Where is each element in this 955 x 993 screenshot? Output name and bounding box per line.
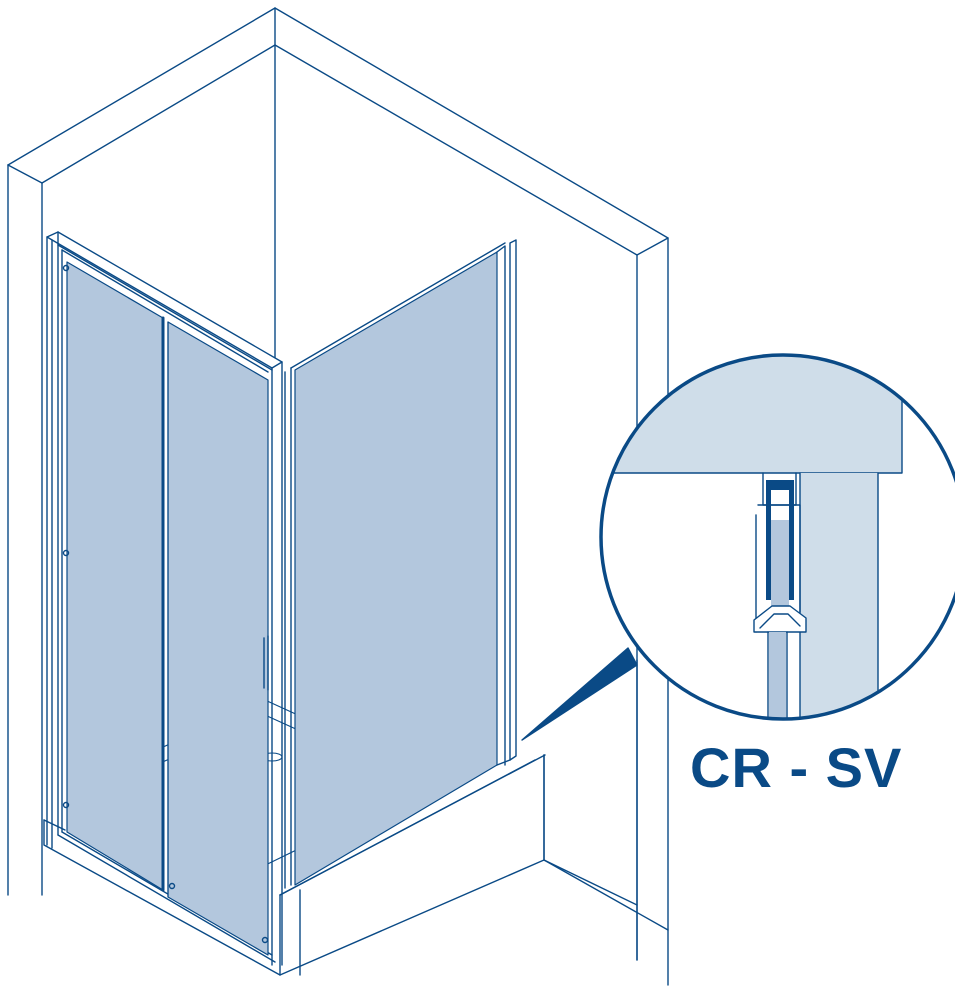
front-door-frame — [46, 231, 292, 966]
shower-tray — [43, 754, 546, 976]
front-glass-right — [161, 316, 269, 956]
front-glass-left — [62, 261, 164, 891]
product-code-label: CR - SV — [690, 736, 903, 799]
side-glass-panel — [290, 239, 517, 886]
detail-magnifier — [599, 353, 955, 721]
zoom-pointer — [521, 647, 638, 741]
